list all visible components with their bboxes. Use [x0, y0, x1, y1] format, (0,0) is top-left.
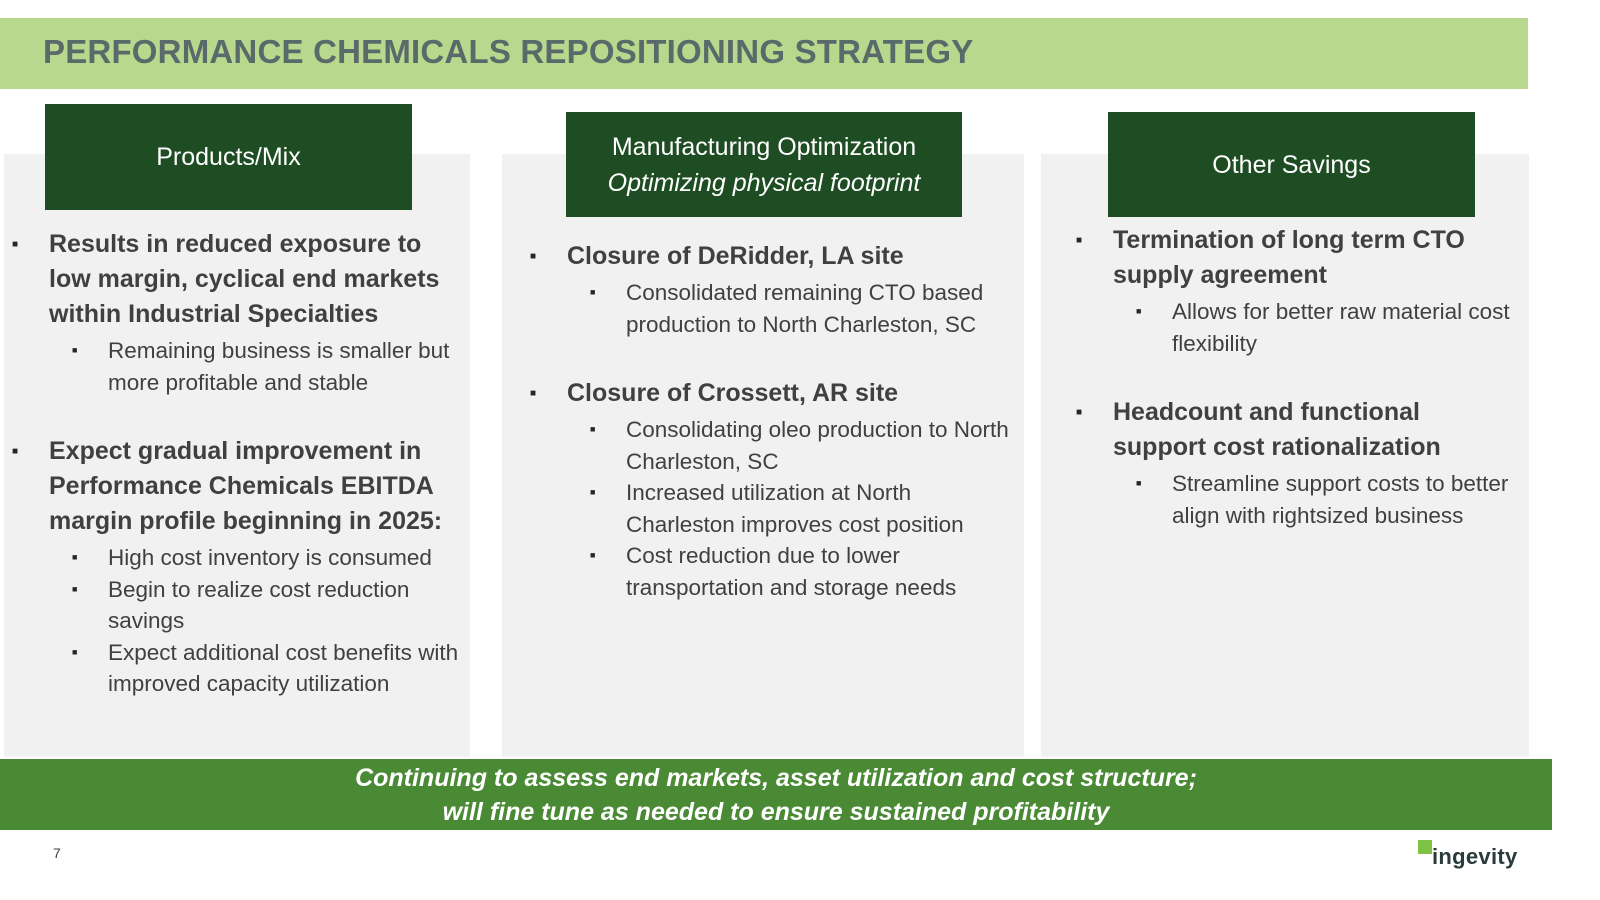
sub-bullet-list: Consolidating oleo production to North C…: [590, 414, 1010, 603]
bullet-item: Results in reduced exposure to low margi…: [12, 227, 462, 332]
title-bar: [0, 18, 1528, 89]
sub-bullet-item: Cost reduction due to lower transportati…: [590, 540, 1010, 603]
sub-bullet-item: Consolidating oleo production to North C…: [590, 414, 1010, 477]
bullet-item: Termination of long term CTO supply agre…: [1076, 223, 1516, 293]
sub-bullet-list: Remaining business is smaller but more p…: [72, 335, 462, 398]
sub-bullet-item: Increased utilization at North Charlesto…: [590, 477, 1010, 540]
bullet-item: Expect gradual improvement in Performanc…: [12, 434, 462, 539]
column-header-other-savings: Other Savings: [1108, 112, 1475, 217]
sub-bullet-list: Streamline support costs to better align…: [1136, 468, 1516, 531]
footer-line-2: will fine tune as needed to ensure susta…: [442, 797, 1110, 826]
column-content-manufacturing: Closure of DeRidder, LA site Consolidate…: [530, 239, 1010, 603]
sub-bullet-list: Allows for better raw material cost flex…: [1136, 296, 1516, 359]
column-header-products-mix: Products/Mix: [45, 104, 412, 210]
footer-line-1: Continuing to assess end markets, asset …: [355, 763, 1197, 792]
column-header-manufacturing: Manufacturing Optimization Optimizing ph…: [566, 112, 962, 217]
column-header-title: Products/Mix: [156, 143, 301, 171]
footer-banner: Continuing to assess end markets, asset …: [0, 759, 1552, 830]
sub-bullet-item: Streamline support costs to better align…: [1136, 468, 1516, 531]
page-number: 7: [53, 845, 61, 861]
ingevity-logo: ingevity: [1418, 838, 1528, 874]
logo-text: ingevity: [1432, 844, 1518, 869]
sub-bullet-item: Remaining business is smaller but more p…: [72, 335, 462, 398]
column-header-subtitle: Optimizing physical footprint: [607, 168, 921, 197]
column-header-title: Manufacturing Optimization: [611, 132, 917, 161]
sub-bullet-item: Allows for better raw material cost flex…: [1136, 296, 1516, 359]
column-content-other-savings: Termination of long term CTO supply agre…: [1076, 223, 1516, 531]
bullet-item: Closure of Crossett, AR site: [530, 376, 1010, 411]
sub-bullet-list: Consolidated remaining CTO based product…: [590, 277, 1010, 340]
sub-bullet-list: High cost inventory is consumed Begin to…: [72, 542, 462, 700]
sub-bullet-item: High cost inventory is consumed: [72, 542, 462, 574]
column-content-products-mix: Results in reduced exposure to low margi…: [12, 227, 462, 700]
sub-bullet-item: Consolidated remaining CTO based product…: [590, 277, 1010, 340]
sub-bullet-item: Begin to realize cost reduction savings: [72, 574, 462, 637]
bullet-item: Closure of DeRidder, LA site: [530, 239, 1010, 274]
logo-square-icon: [1418, 840, 1432, 854]
bullet-item: Headcount and functional support cost ra…: [1076, 395, 1516, 465]
column-header-title: Other Savings: [1212, 150, 1371, 179]
page-title: PERFORMANCE CHEMICALS REPOSITIONING STRA…: [43, 33, 974, 70]
sub-bullet-item: Expect additional cost benefits with imp…: [72, 637, 462, 700]
